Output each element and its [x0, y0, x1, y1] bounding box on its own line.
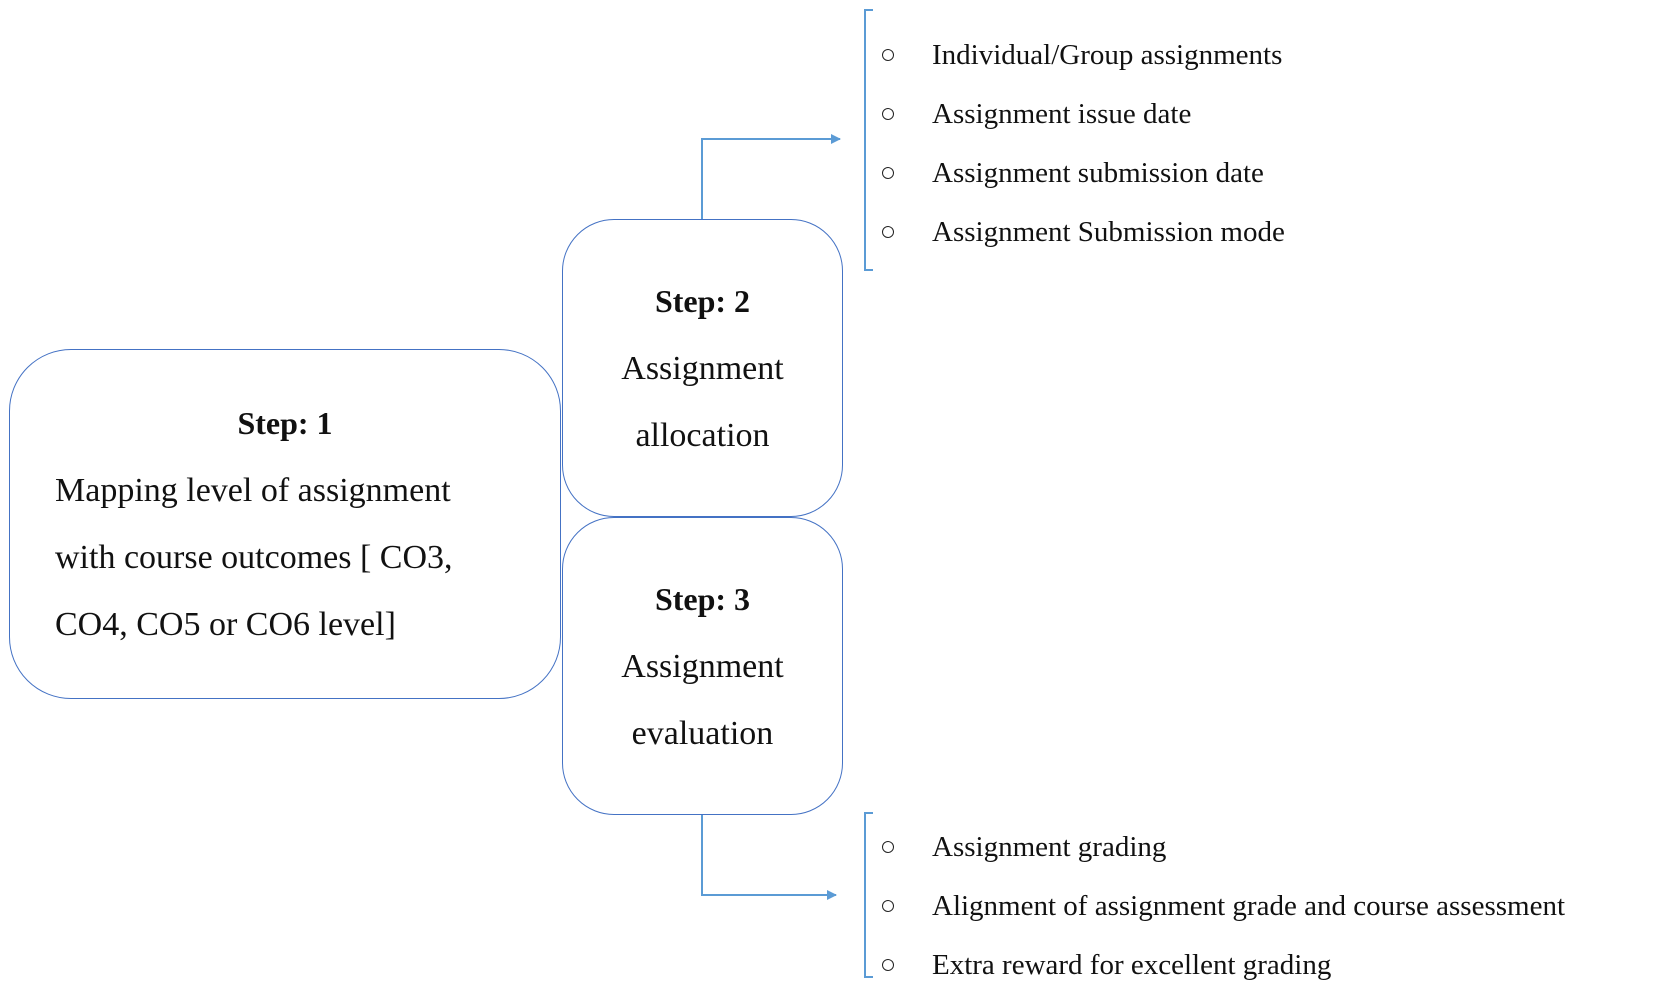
circle-bullet-icon — [882, 841, 894, 853]
list-item: Extra reward for excellent grading — [862, 936, 1565, 995]
step1-line: CO4, CO5 or CO6 level] — [55, 606, 396, 643]
step3-box: Step: 3 Assignment evaluation — [562, 517, 843, 815]
step1-title: Step: 1 — [237, 405, 333, 441]
list-item-label: Assignment grading — [932, 831, 1167, 863]
list-item: Assignment grading — [862, 818, 1565, 877]
circle-bullet-icon — [882, 959, 894, 971]
circle-bullet-icon — [882, 49, 894, 61]
list-item: Individual/Group assignments — [862, 26, 1285, 85]
step2-line: allocation — [635, 416, 770, 454]
step3-description: Assignment evaluation — [621, 633, 783, 767]
step2-description: Assignment allocation — [621, 335, 783, 469]
step1-description: Mapping level of assignment with course … — [55, 457, 515, 658]
list-item: Assignment issue date — [862, 85, 1285, 144]
list-item-label: Individual/Group assignments — [932, 39, 1283, 71]
step2-to-allocation-arrow — [701, 134, 841, 219]
step2-line: Assignment — [621, 349, 784, 387]
allocation-bracket — [864, 9, 873, 271]
list-item: Alignment of assignment grade and course… — [862, 877, 1565, 936]
list-item-label: Extra reward for excellent grading — [932, 949, 1332, 981]
list-item: Assignment submission date — [862, 144, 1285, 203]
circle-bullet-icon — [882, 108, 894, 120]
allocation-details-list: Individual/Group assignments Assignment … — [862, 26, 1285, 262]
circle-bullet-icon — [882, 226, 894, 238]
list-item-label: Alignment of assignment grade and course… — [932, 890, 1566, 922]
step3-line: evaluation — [631, 714, 774, 752]
evaluation-bracket — [864, 812, 873, 978]
step3-line: Assignment — [621, 647, 784, 685]
step1-line: with course outcomes [ CO3, — [55, 539, 453, 576]
circle-bullet-icon — [882, 900, 894, 912]
list-item-label: Assignment issue date — [932, 98, 1192, 130]
step3-title: Step: 3 — [654, 580, 751, 617]
list-item-label: Assignment submission date — [932, 157, 1264, 189]
step1-line: Mapping level of assignment — [55, 472, 451, 509]
evaluation-details-list: Assignment grading Alignment of assignme… — [862, 818, 1565, 995]
step3-to-evaluation-arrow — [701, 815, 837, 900]
list-item-label: Assignment Submission mode — [932, 216, 1285, 248]
step2-title: Step: 2 — [654, 282, 751, 319]
step1-box: Step: 1 Mapping level of assignment with… — [9, 349, 561, 699]
step2-box: Step: 2 Assignment allocation — [562, 219, 843, 517]
circle-bullet-icon — [882, 167, 894, 179]
list-item: Assignment Submission mode — [862, 203, 1285, 262]
